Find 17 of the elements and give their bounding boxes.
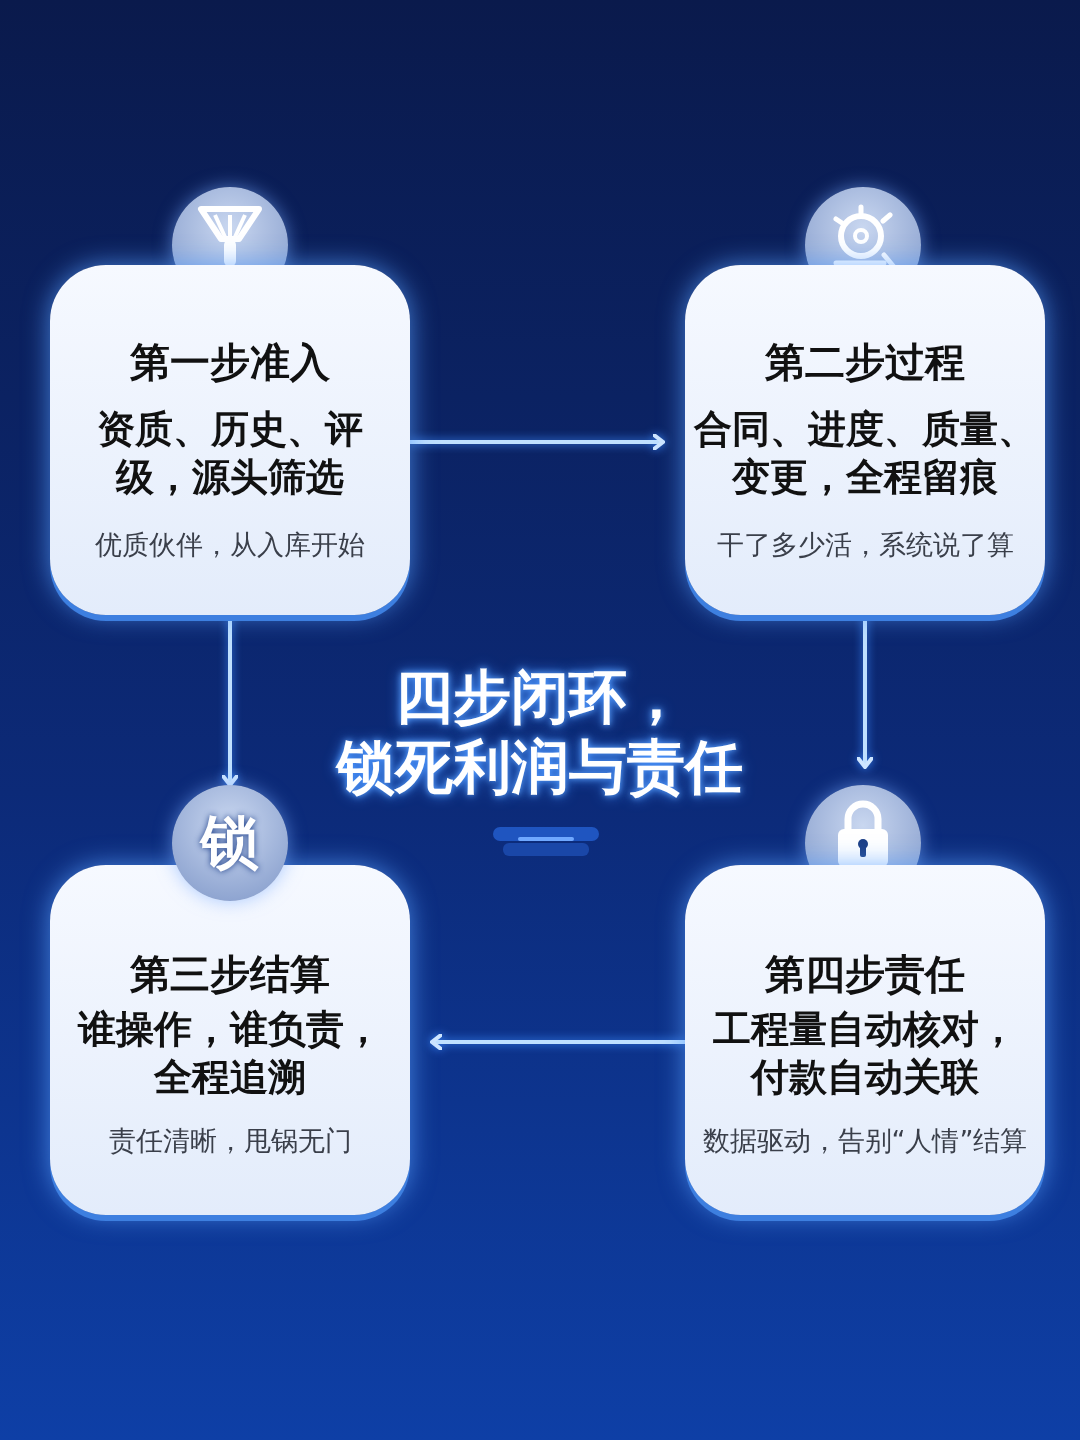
step-note: 数据驱动，告别“人情”结算 xyxy=(701,1124,1029,1158)
step-note: 责任清晰，甩锅无门 xyxy=(107,1124,353,1158)
badge-circle xyxy=(172,785,288,901)
step-note: 优质伙伴，从入库开始 xyxy=(94,528,366,562)
step-heading: 第三步结算 xyxy=(129,950,331,999)
step-heading: 第四步责任 xyxy=(764,950,966,999)
step-body: 工程量自动核对，付款自动关联 xyxy=(712,1006,1018,1101)
title: 四步闭环，锁死利润与责任 xyxy=(334,662,744,802)
arrow xyxy=(410,433,665,451)
step-body: 谁操作，谁负责，全程追溯 xyxy=(76,1006,383,1101)
step-heading: 第二步过程 xyxy=(764,338,966,387)
step-body: 合同、进度、质量、变更，全程留痕 xyxy=(693,406,1037,501)
badge-glyph: 锁 xyxy=(198,809,260,875)
arrow xyxy=(430,1033,685,1051)
step-heading: 第一步准入 xyxy=(129,338,331,387)
step-note: 干了多少活，系统说了算 xyxy=(715,528,1015,562)
step-body: 资质、历史、评级，源头筛选 xyxy=(96,406,364,501)
